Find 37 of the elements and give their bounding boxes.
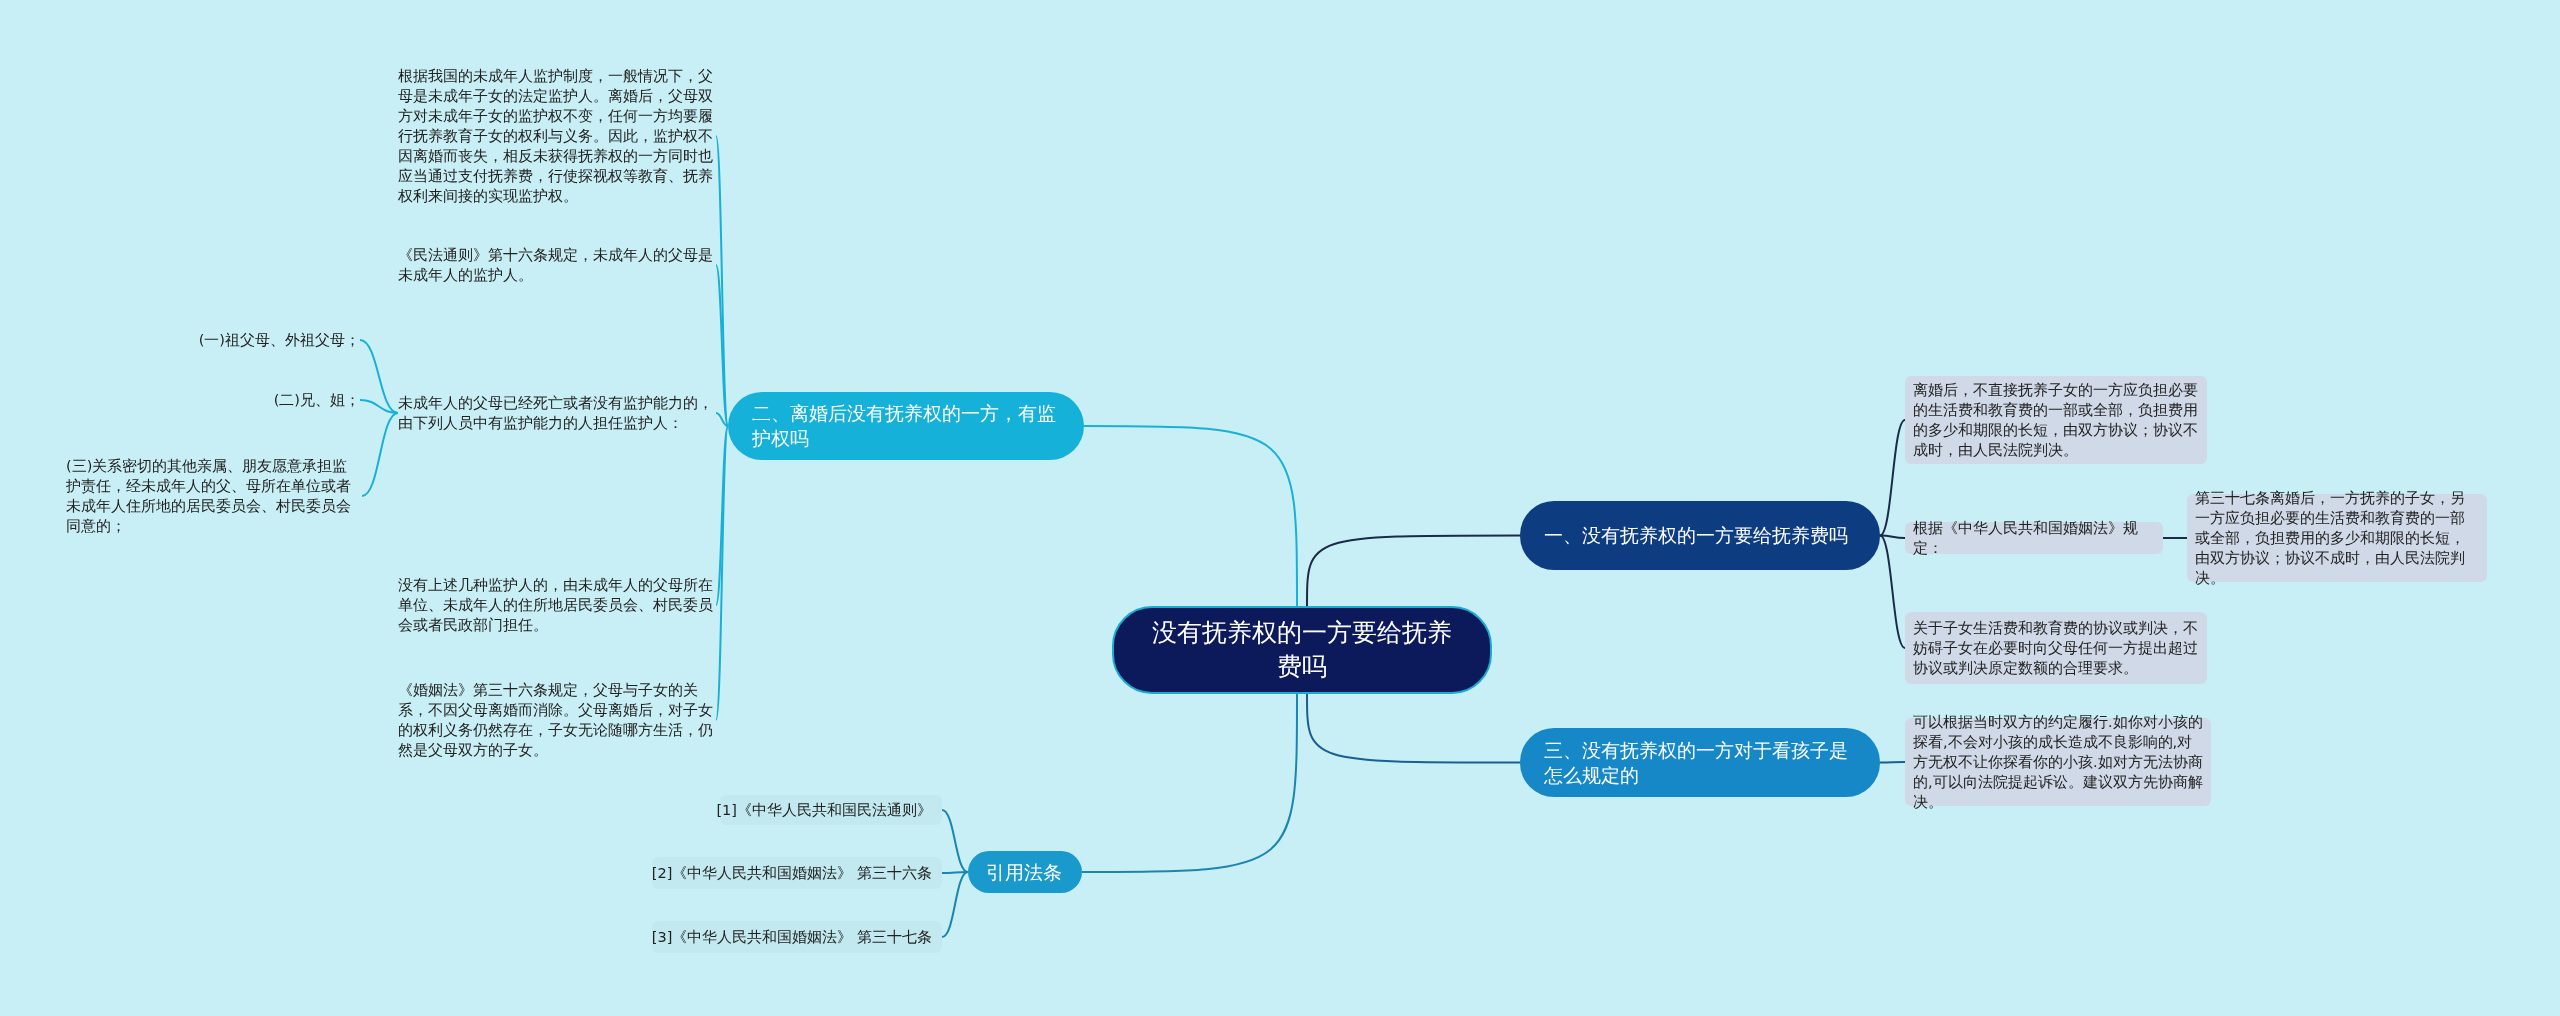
connector-line <box>361 412 399 497</box>
text-box: 离婚后，不直接抚养子女的一方应负担必要的生活费和教育费的一部或全部，负担费用的多少和期限的长短，由双方协议；协议不成时，由人民法院判决。 <box>1905 376 2207 464</box>
note-text: 未成年人的父母已经死亡或者没有监护能力的，由下列人员中有监护能力的人担任监护人： <box>398 391 716 435</box>
connector-line <box>1081 693 1298 873</box>
connector-line <box>715 264 729 427</box>
connector-line <box>1879 761 1906 764</box>
topic-box: 一、没有抚养权的一方要给抚养费吗 <box>1520 501 1880 570</box>
text-box: 关于子女生活费和教育费的协议或判决，不妨碍子女在必要时向父母任何一方提出超过协议或判决原定数额的合理要求。 <box>1905 612 2207 684</box>
connector-line <box>715 425 729 721</box>
connector-line <box>715 425 729 606</box>
connector-line <box>941 809 969 873</box>
text-box: 根据《中华人民共和国婚姻法》规定： <box>1905 522 2163 554</box>
connector-line <box>359 399 399 414</box>
connector-line <box>941 871 969 938</box>
connector-line <box>1879 419 1906 537</box>
central-topic-box: 没有抚养权的一方要给抚养费吗 <box>1112 606 1492 694</box>
connector-line <box>2162 537 2188 539</box>
connector-line <box>1879 534 1906 539</box>
topic-box: 二、离婚后没有抚养权的一方，有监护权吗 <box>728 392 1084 460</box>
note-text: 《婚姻法》第三十六条规定，父母与子女的关系，不因父母离婚而消除。父母离婚后，对子女的权利义务仍然存在，子女无论随哪方生活，仍然是父母双方的子女。 <box>398 678 716 762</box>
connector-line <box>941 871 969 874</box>
note-text: 根据我国的未成年人监护制度，一般情况下，父母是未成年子女的法定监护人。离婚后，父母双方对未成年子女的监护权不变，任何一方均要履行抚养教育子女的权利与义务。因此，监护权不因离婚而丧失，相反未获得抚养权的一方同时也应当通过支付抚养费，行使探视权等教育、抚养权利来间接的实现监护权。 <box>398 66 716 206</box>
connector-line <box>1083 425 1298 607</box>
note-text: 没有上述几种监护人的，由未成年人的父母所在单位、未成年人的住所地居民委员会、村民委员会或者民政部门担任。 <box>398 573 716 637</box>
connector-line <box>359 339 399 414</box>
topic-box: 引用法条 <box>968 851 1082 893</box>
note-text: 《民法通则》第十六条规定，未成年人的父母是未成年人的监护人。 <box>398 243 716 287</box>
note-text: (二)兄、姐； <box>200 388 360 412</box>
reference-box: [3]《中华人民共和国婚姻法》 第三十七条 <box>652 921 942 953</box>
connector-line <box>1306 534 1521 607</box>
note-text: (三)关系密切的其他亲属、朋友愿意承担监护责任，经未成年人的父、母所在单位或者未成年人住所地的居民委员会、村民委员会同意的； <box>66 452 362 540</box>
connector-line <box>1306 693 1521 764</box>
note-text: (一)祖父母、外祖父母； <box>150 328 360 352</box>
connector-line <box>1879 534 1906 649</box>
reference-box: [2]《中华人民共和国婚姻法》 第三十六条 <box>652 857 942 889</box>
topic-box: 三、没有抚养权的一方对于看孩子是怎么规定的 <box>1520 728 1880 797</box>
connector-line <box>715 412 729 427</box>
